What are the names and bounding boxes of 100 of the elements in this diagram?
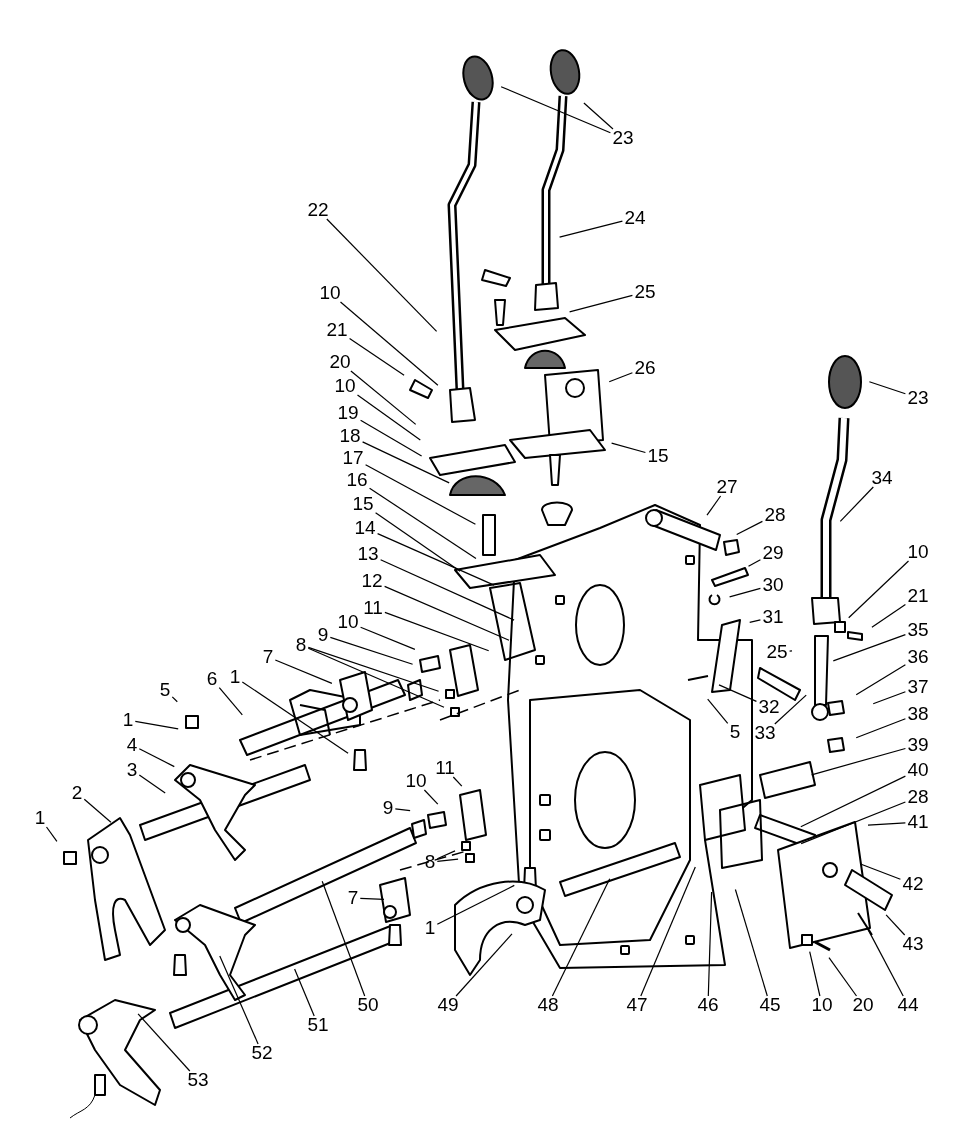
leader-line [274,659,333,684]
leader-line [423,789,439,805]
callout-number: 25 [766,642,788,662]
callout-number: 27 [716,477,738,497]
callout-number: 9 [317,625,329,645]
leader-line [559,220,623,238]
callout-number: 1 [34,808,46,828]
callout-number: 12 [361,571,383,591]
leader-line [369,487,477,559]
leader-line [384,611,490,652]
leader-line [736,520,763,536]
callout-number: 26 [634,358,656,378]
callout-number: 40 [907,760,929,780]
leader-line [377,533,495,586]
callout-number: 42 [902,874,924,894]
leader-line [832,634,906,662]
callout-number: 7 [262,647,274,667]
leader-line [811,747,906,776]
callout-number: 48 [537,995,559,1015]
callout-number: 24 [624,208,646,228]
leader-line [500,86,611,134]
leader-line [134,720,179,730]
callout-number: 23 [907,388,929,408]
callout-number: 47 [626,995,648,1015]
leader-line [137,1013,191,1072]
callout-number: 1 [122,710,134,730]
leader-line [868,381,906,395]
leader-line [380,559,515,621]
leader-line [359,897,385,900]
callout-number: 11 [435,758,455,778]
callout-number: 5 [729,722,741,742]
callout-number: 30 [762,575,784,595]
leader-line [640,866,696,997]
callout-number: 8 [295,635,307,655]
leader-line [734,888,768,997]
callout-number: 9 [382,798,394,818]
callout-number: 6 [206,669,218,689]
callout-number: 34 [871,468,893,488]
callout-number: 14 [354,518,376,538]
leader-line [171,696,178,703]
callout-number: 20 [329,352,351,372]
callout-number: 10 [907,542,929,562]
callout-number: 15 [352,494,374,514]
leader-line [774,694,807,725]
leader-line [321,880,366,997]
callout-number: 49 [437,995,459,1015]
callout-number: 38 [907,704,929,724]
leader-line [362,441,450,484]
callout-number: 10 [337,612,359,632]
leader-line [860,863,901,880]
leader-line [219,955,259,1045]
leader-line [360,419,423,457]
callout-number: 25 [634,282,656,302]
callout-number: 1 [424,918,436,938]
leader-line [608,372,633,383]
leader-line [729,587,761,598]
leader-line [218,687,243,716]
leader-line [384,585,510,641]
leader-line [800,801,906,845]
callout-number: 39 [907,735,929,755]
leader-line [809,951,821,997]
callout-number: 50 [357,995,379,1015]
leader-line [855,664,906,696]
leader-line [871,603,906,628]
leader-line [436,850,456,860]
callout-number: 3 [126,760,138,780]
leader-line [326,218,438,332]
leader-line [360,626,416,650]
callout-number: 52 [251,1043,273,1063]
leader-line [394,808,411,812]
callout-number: 35 [907,620,929,640]
leader-line [138,774,166,794]
leader-line [365,464,476,525]
leader-line [611,442,646,454]
callout-number: 53 [187,1070,209,1090]
leader-line [339,301,439,386]
leader-line [789,650,793,652]
callout-number: 46 [697,995,719,1015]
leader-line [706,495,722,516]
leader-line [583,102,614,130]
callout-number: 17 [342,448,364,468]
callout-number: 41 [907,812,929,832]
leader-line [350,370,417,425]
leader-line [375,512,461,572]
leader-line [569,294,633,313]
callout-number: 20 [852,995,874,1015]
callout-number: 31 [762,607,784,627]
callout-number: 16 [346,470,368,490]
callout-number: 10 [334,376,356,396]
callout-number: 10 [811,995,833,1015]
callout-number: 19 [337,403,359,423]
callout-number: 21 [907,586,929,606]
leader-line [45,826,58,842]
leader-line [349,337,405,376]
callout-number: 33 [754,723,776,743]
callout-number: 2 [71,783,83,803]
leader-line [749,619,761,623]
callout-number: 51 [307,1015,329,1035]
callout-number: 44 [897,995,919,1015]
leader-line [872,691,906,705]
